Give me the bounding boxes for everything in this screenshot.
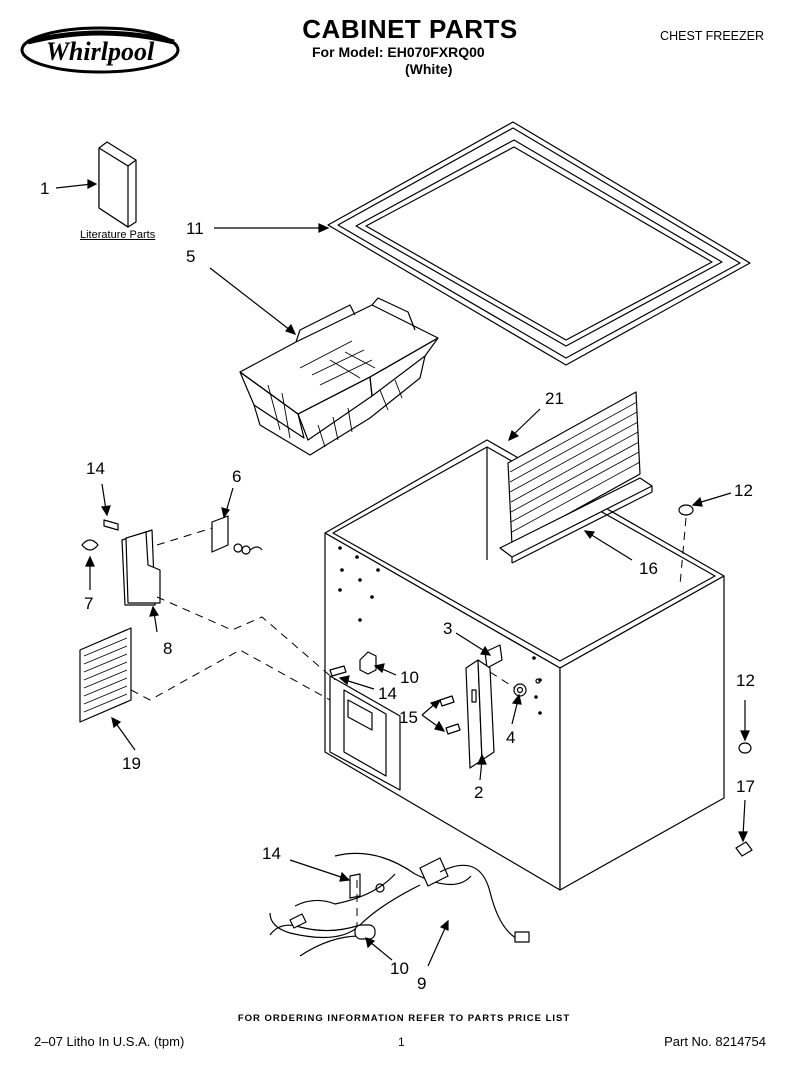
grille-part [79,627,132,723]
callout-8: 8 [163,639,173,658]
callout-14-middle: 14 [378,684,397,703]
cabinet-body-part [324,439,725,891]
callout-21: 21 [545,389,564,408]
drain-part [735,841,753,857]
callout-10-upper: 10 [400,668,419,687]
callout-7: 7 [84,594,94,613]
clamp-part [354,924,376,940]
callout-12-upper: 12 [734,481,753,500]
lid-clamp-part [359,651,377,675]
callout-5: 5 [186,247,196,266]
thermostat-part [211,515,263,555]
ordering-note: FOR ORDERING INFORMATION REFER TO PARTS … [237,1013,571,1024]
hinge-assembly-part [439,644,541,769]
plug-part-upper [678,504,694,516]
callout-19: 19 [122,754,141,773]
callout-14-lower: 14 [262,844,281,863]
divider-panel-part [499,391,653,564]
callout-3: 3 [443,619,453,638]
model-line: For Model: EH070FXRQ00 [312,44,485,60]
callout-17: 17 [736,777,755,796]
product-category: CHEST FREEZER [660,29,764,43]
brand-wordmark: Whirlpool [46,37,155,66]
callout-4: 4 [506,728,516,747]
lid-gasket-part [327,121,751,366]
callout-15: 15 [399,708,418,727]
page-number: 1 [398,1035,405,1049]
callout-11: 11 [186,219,204,238]
litho-line: 2–07 Litho In U.S.A. (tpm) [34,1034,185,1049]
control-bracket-part [81,519,161,606]
literature-parts-label: Literature Parts [80,229,156,241]
whirlpool-logo: Whirlpool [20,26,180,74]
part-number: Part No. 8214754 [664,1034,766,1049]
callout-9: 9 [417,974,427,993]
knob-part [81,539,99,551]
basket-part [239,297,439,456]
callout-6: 6 [232,467,242,486]
callout-10-lower: 10 [390,959,409,978]
callout-2: 2 [474,783,484,802]
callout-1: 1 [40,179,50,198]
callout-12-lower: 12 [736,671,755,690]
page-title: CABINET PARTS [302,14,518,44]
callout-16: 16 [639,559,658,578]
literature-book-part [98,141,137,228]
plug-part-lower [738,742,752,754]
wire-harness-part [269,852,530,957]
color-line: (White) [405,61,453,77]
callout-14-upper: 14 [86,459,105,478]
